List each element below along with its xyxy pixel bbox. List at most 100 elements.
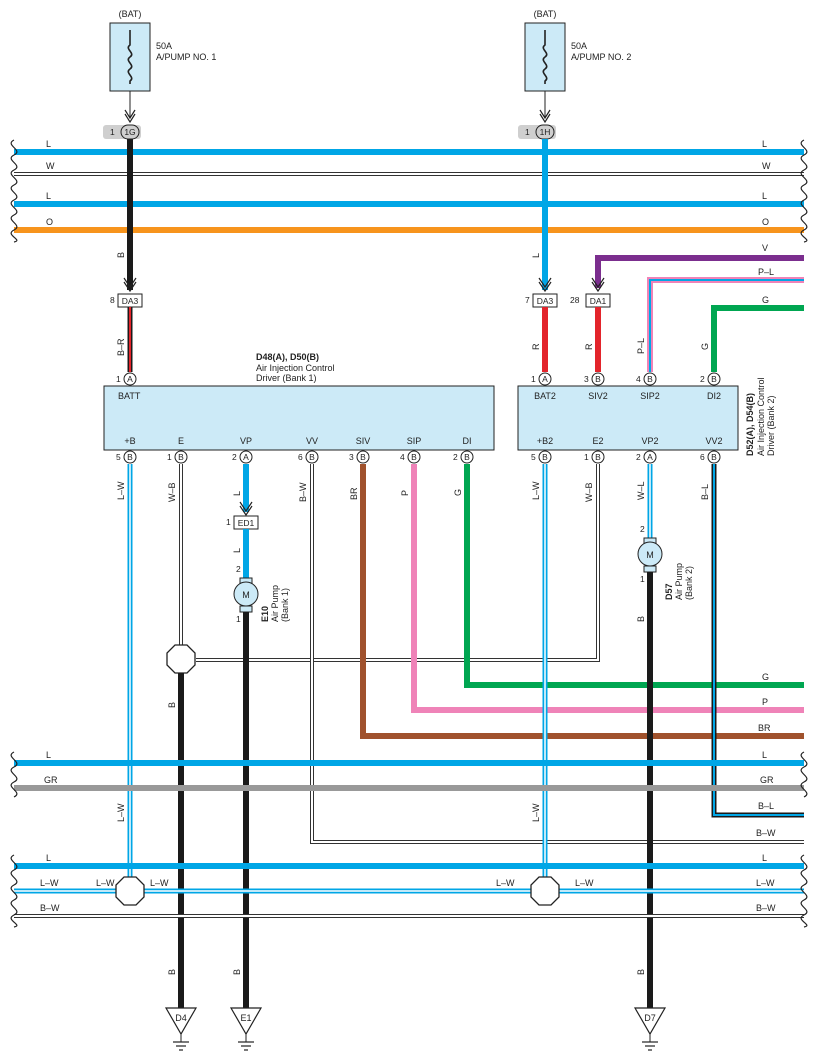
module1-pin-num: 5	[116, 452, 121, 462]
svg-text:B: B	[232, 969, 242, 975]
module2-top-pin-conn: B	[595, 374, 601, 384]
svg-text:G: G	[700, 343, 710, 350]
fuse-a-pump-no-2: (BAT) 50A A/PUMP NO. 2	[524, 9, 631, 92]
svg-text:R: R	[584, 343, 594, 350]
module2-top-pin-label: SIP2	[640, 391, 660, 401]
svg-text:DA1: DA1	[590, 296, 607, 306]
module1-pin-conn: B	[464, 452, 470, 462]
svg-text:L: L	[762, 750, 767, 760]
fuse1-source: (BAT)	[119, 9, 142, 19]
svg-text:Driver (Bank 2): Driver (Bank 2)	[766, 395, 776, 456]
svg-text:L–W: L–W	[496, 878, 515, 888]
right-incoming-wires: V P–L G	[595, 243, 804, 372]
module1-pin-conn: B	[127, 452, 133, 462]
svg-text:A: A	[127, 374, 133, 384]
svg-text:L–W: L–W	[531, 481, 541, 500]
svg-text:1G: 1G	[124, 127, 135, 137]
svg-text:L–W: L–W	[575, 878, 594, 888]
module2-pin-conn: A	[647, 452, 653, 462]
junction-1g: 1 1G	[103, 124, 141, 140]
module2-pin-num: 1	[584, 452, 589, 462]
svg-text:W–B: W–B	[584, 482, 594, 502]
label-g: G	[762, 295, 769, 305]
svg-text:L: L	[531, 253, 541, 258]
bottom-bus: L L–W B–W L L–W B–W	[10, 853, 808, 928]
svg-text:Driver (Bank 1): Driver (Bank 1)	[256, 373, 317, 383]
svg-text:Air Pump: Air Pump	[674, 563, 684, 600]
module2-pin-label: E2	[592, 436, 603, 446]
pump-d57: 2 M 1 D57 Air Pump (Bank 2)	[637, 524, 694, 600]
fuse2-name: A/PUMP NO. 2	[571, 52, 631, 62]
svg-text:M: M	[242, 590, 250, 600]
bus-top-w: W	[46, 161, 55, 171]
svg-text:L–W: L–W	[150, 878, 169, 888]
module2-pin-label: VV2	[705, 436, 722, 446]
module2-top-pin-num: 2	[700, 374, 705, 384]
svg-text:L: L	[232, 491, 242, 496]
svg-text:P–L: P–L	[636, 338, 646, 354]
connector-da1: 28 DA1	[570, 293, 611, 308]
module1-pin-label: DI	[463, 436, 472, 446]
svg-text:B: B	[116, 252, 126, 258]
ground-e1: E1	[229, 1007, 263, 1051]
module2-top-pin-conn: B	[647, 374, 653, 384]
svg-text:B–L: B–L	[758, 801, 774, 811]
module1-pin-conn: B	[178, 452, 184, 462]
svg-text:BR: BR	[349, 487, 359, 500]
svg-text:B: B	[167, 969, 177, 975]
module2-pin-conn: B	[542, 452, 548, 462]
svg-text:B–W: B–W	[756, 903, 776, 913]
module1-pin-label: SIP	[407, 436, 422, 446]
svg-text:B: B	[167, 702, 177, 708]
fuse-icon	[542, 30, 548, 84]
svg-text:B–L: B–L	[700, 484, 710, 500]
module2-top-pin-label: DI2	[707, 391, 721, 401]
svg-text:L–W: L–W	[116, 803, 126, 822]
svg-text:B–W: B–W	[756, 828, 776, 838]
module1-pin-conn: B	[309, 452, 315, 462]
fuse1-rating: 50A	[156, 41, 172, 51]
module1-pin-label: VP	[240, 436, 252, 446]
svg-text:28: 28	[570, 295, 580, 305]
module2-top-pin-3: DI2 B2	[700, 372, 721, 401]
module2-pin-num: 6	[700, 452, 705, 462]
mid-bus: L GR L GR	[10, 750, 808, 798]
svg-text:L–W: L–W	[116, 481, 126, 500]
svg-text:L–W: L–W	[40, 878, 59, 888]
svg-text:DA3: DA3	[122, 296, 139, 306]
svg-text:1: 1	[525, 127, 530, 137]
label-v: V	[762, 243, 768, 253]
module-bank-2: D52(A), D54(B) Air Injection Control Dri…	[517, 377, 776, 456]
module1-pin-0: +BB5	[116, 436, 137, 464]
fuse2-source: (BAT)	[534, 9, 557, 19]
module-bank-1: D48(A), D50(B) Air Injection Control Dri…	[103, 352, 495, 451]
svg-text:L–W: L–W	[756, 878, 775, 888]
svg-text:GR: GR	[44, 775, 58, 785]
module2-top-pin-label: BAT2	[534, 391, 556, 401]
svg-text:B–W: B–W	[40, 903, 60, 913]
svg-text:1: 1	[116, 374, 121, 384]
svg-text:8: 8	[110, 295, 115, 305]
module2-top-pin-conn: B	[711, 374, 717, 384]
top-bus: L W L O L W L O	[10, 139, 808, 243]
svg-text:B–W: B–W	[298, 482, 308, 502]
module2-pin-conn: B	[711, 452, 717, 462]
module1-pin-conn: B	[360, 452, 366, 462]
svg-text:G: G	[762, 672, 769, 682]
svg-text:D4: D4	[175, 1013, 187, 1023]
svg-text:1: 1	[640, 574, 645, 584]
connector-ed1: 1 ED1	[226, 515, 259, 530]
bus-top-w-right: W	[762, 161, 771, 171]
svg-text:2: 2	[640, 524, 645, 534]
svg-text:1: 1	[236, 614, 241, 624]
svg-text:E1: E1	[240, 1013, 251, 1023]
bus-top-l1-right: L	[762, 139, 767, 149]
